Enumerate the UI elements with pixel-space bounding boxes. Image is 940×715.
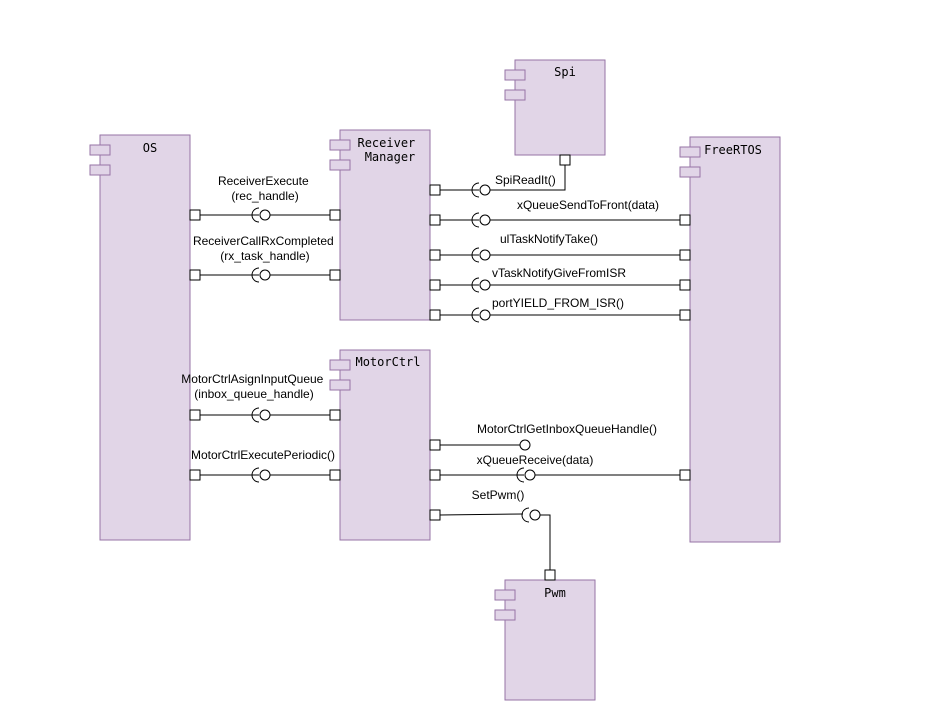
receiver-manager-title: Receiver Manager (357, 136, 422, 164)
ul-task-notify-take-connector: ulTaskNotifyTake() (429, 232, 691, 263)
component-tab-icon (89, 164, 111, 176)
port-yield-from-isr-label: portYIELD_FROM_ISR() (492, 296, 624, 310)
ul-task-notify-take-label: ulTaskNotifyTake() (500, 232, 598, 246)
port (329, 409, 341, 421)
component-tab-icon (329, 159, 351, 171)
motorctrl-get-inbox-queue-handle-connector: MotorCtrlGetInboxQueueHandle() (429, 422, 657, 451)
receiver-execute-connector: ReceiverExecute (rec_handle) (189, 174, 341, 223)
motorctrl-asign-input-queue-connector: MotorCtrlAsignInputQueue (inbox_queue_ha… (181, 372, 341, 423)
motorctrl-asign-input-queue-label: MotorCtrlAsignInputQueue (inbox_queue_ha… (181, 372, 326, 401)
pwm-component: Pwm (494, 579, 596, 701)
port (429, 309, 441, 321)
xqueue-send-to-front-label: xQueueSendToFront(data) (517, 198, 659, 212)
spi-read-it-label: SpiReadIt() (495, 173, 556, 187)
port (329, 209, 341, 221)
v-task-notify-give-from-isr-connector: vTaskNotifyGiveFromISR (429, 266, 691, 293)
port (679, 214, 691, 226)
xqueue-receive-connector: xQueueReceive(data) (429, 453, 691, 483)
receiver-call-rx-completed-connector: ReceiverCallRxCompleted (rx_task_handle) (189, 234, 341, 283)
motorctrl-component: MotorCtrl (329, 349, 431, 541)
port (559, 154, 571, 166)
port (679, 469, 691, 481)
motorctrl-get-inbox-queue-handle-label: MotorCtrlGetInboxQueueHandle() (477, 422, 657, 436)
spi-component: Spi (504, 59, 606, 156)
port (679, 309, 691, 321)
port-yield-from-isr-connector: portYIELD_FROM_ISR() (429, 296, 691, 323)
os-component: OS (89, 134, 191, 541)
port (429, 214, 441, 226)
port (429, 184, 441, 196)
component-tab-icon (89, 144, 111, 156)
motorctrl-title: MotorCtrl (355, 355, 420, 369)
port (329, 469, 341, 481)
receiver-call-rx-completed-label: ReceiverCallRxCompleted (rx_task_handle) (193, 234, 337, 263)
component-tab-icon (494, 589, 516, 601)
motorctrl-execute-periodic-label: MotorCtrlExecutePeriodic() (191, 448, 335, 462)
receiver-execute-label: ReceiverExecute (rec_handle) (218, 174, 312, 203)
port (329, 269, 341, 281)
component-tab-icon (504, 89, 526, 101)
component-tab-icon (504, 69, 526, 81)
port (679, 279, 691, 291)
set-pwm-label: SetPwm() (472, 488, 525, 502)
os-title: OS (143, 141, 157, 155)
freertos-component: FreeRTOS (679, 136, 781, 543)
port (679, 249, 691, 261)
xqueue-receive-label: xQueueReceive(data) (477, 453, 594, 467)
component-tab-icon (679, 146, 701, 158)
port (544, 569, 556, 581)
spi-read-it-connector: SpiReadIt() (429, 154, 571, 198)
freertos-title: FreeRTOS (704, 143, 762, 157)
set-pwm-connector: SetPwm() (429, 488, 556, 581)
port (429, 249, 441, 261)
port (429, 469, 441, 481)
component-tab-icon (679, 166, 701, 178)
pwm-title: Pwm (544, 586, 566, 600)
port (189, 469, 201, 481)
port (189, 269, 201, 281)
spi-title: Spi (554, 65, 576, 79)
receiver-manager-component: Receiver Manager (329, 129, 431, 321)
component-tab-icon (329, 359, 351, 371)
port (429, 509, 441, 521)
port (429, 279, 441, 291)
v-task-notify-give-from-isr-label: vTaskNotifyGiveFromISR (492, 266, 626, 280)
xqueue-send-to-front-connector: xQueueSendToFront(data) (429, 198, 691, 228)
port (189, 209, 201, 221)
component-tab-icon (494, 609, 516, 621)
port (189, 409, 201, 421)
port (429, 439, 441, 451)
component-tab-icon (329, 379, 351, 391)
motorctrl-execute-periodic-connector: MotorCtrlExecutePeriodic() (189, 448, 341, 483)
component-tab-icon (329, 139, 351, 151)
